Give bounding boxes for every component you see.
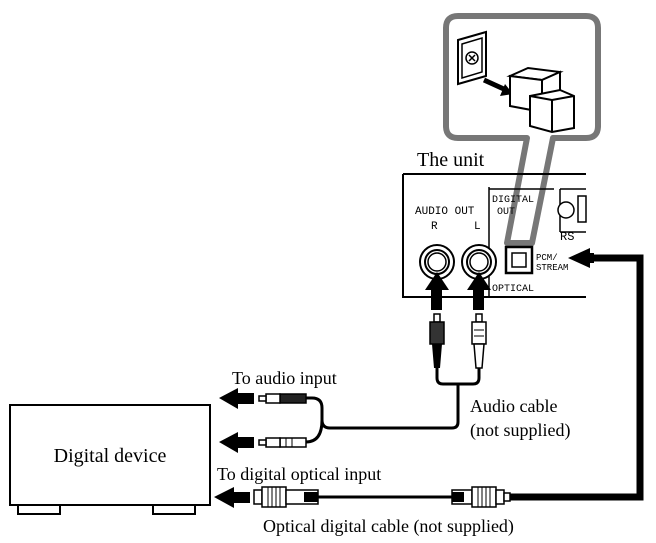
optical-port-icon <box>504 245 534 275</box>
callout-zoom <box>443 13 601 246</box>
optical-plug-right-icon <box>451 486 511 508</box>
arrow-left-optical-out-icon <box>214 487 250 508</box>
digital-device: Digital device <box>9 404 211 515</box>
rca-plug-left-light-icon <box>258 437 307 448</box>
digital-out-label-2: OUT <box>497 207 515 218</box>
arrow-up-l-icon <box>467 272 491 310</box>
optical-label: OPTICAL <box>492 284 534 295</box>
optical-plug-left-icon <box>253 486 319 508</box>
audio-cable-label-2: (not supplied) <box>470 420 571 441</box>
unit-label: The unit <box>417 149 485 171</box>
audio-out-label: AUDIO OUT <box>415 206 475 218</box>
rear-panel: AUDIO OUT R L DIGITAL OUT RS OPTICAL PCM… <box>402 173 587 298</box>
rs-port-icon <box>557 195 587 223</box>
rca-jack-r-icon <box>419 244 455 280</box>
rca-plug-r-icon <box>429 313 445 368</box>
dust-cap-icon <box>506 66 575 134</box>
arrow-left-audio-1-icon <box>219 388 254 409</box>
optical-jack-icon <box>457 30 487 86</box>
arrow-up-r-icon <box>425 272 449 310</box>
digital-device-label: Digital device <box>54 445 167 467</box>
rca-plug-left-dark-icon <box>258 393 307 404</box>
optical-cable-label: Optical digital cable (not supplied) <box>263 516 514 537</box>
pcm-stream-label-1: PCM/ <box>536 253 558 263</box>
pcm-stream-label-2: STREAM <box>536 263 568 273</box>
arrow-left-audio-2-icon <box>219 432 254 453</box>
audio-cable-label-1: Audio cable <box>470 396 557 416</box>
to-digital-optical-input-label: To digital optical input <box>217 464 381 484</box>
channel-l-label: L <box>474 221 481 233</box>
arrow-left-optical-in-icon <box>568 248 594 268</box>
rca-plug-l-icon <box>471 313 487 369</box>
channel-r-label: R <box>431 221 438 233</box>
digital-out-label-1: DIGITAL <box>492 195 534 206</box>
rca-jack-l-icon <box>461 244 497 280</box>
to-audio-input-label: To audio input <box>232 368 337 388</box>
audio-cable <box>219 272 491 453</box>
optical-cable <box>214 248 644 508</box>
rs-label: RS <box>560 230 574 244</box>
